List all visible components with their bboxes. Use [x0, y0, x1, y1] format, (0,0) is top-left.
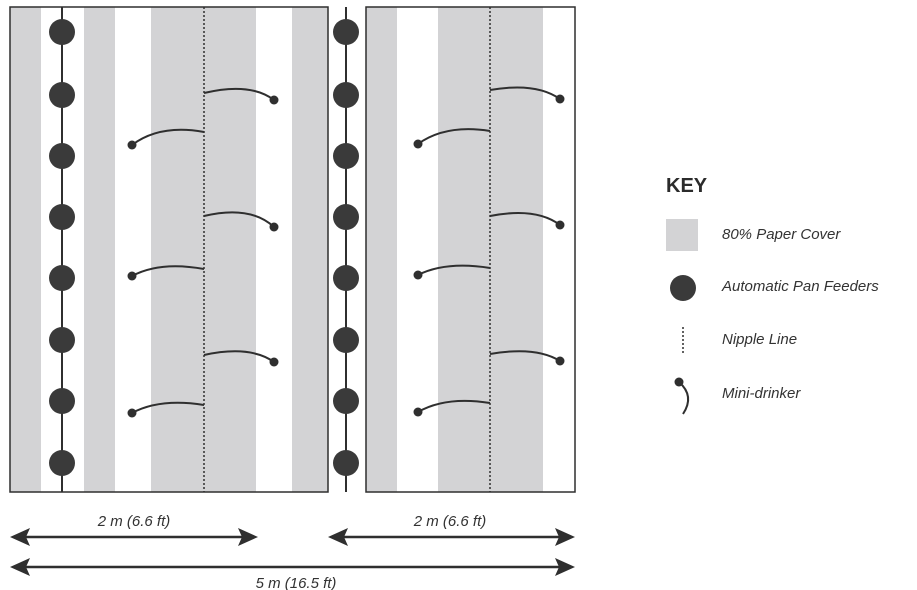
mini-drinker-legend-hose [678, 381, 690, 415]
mini-drinker-hose [417, 128, 491, 145]
feeder-icon [49, 388, 75, 414]
paper-strip [84, 7, 115, 492]
mini-drinker-hose [131, 265, 205, 277]
mini-drinker-icon [413, 407, 423, 417]
paper-strip [366, 7, 397, 492]
mini-drinker-icon [555, 356, 565, 366]
mini-drinker-icon [555, 94, 565, 104]
dimension-total: 5 m (16.5 ft) [10, 558, 575, 590]
feeder-icon [49, 450, 75, 476]
feeder-icon [333, 450, 359, 476]
paper-strip [292, 7, 328, 492]
mini-drinker-icon [127, 408, 137, 418]
feeder-icon [333, 204, 359, 230]
feeder-legend-icon [670, 275, 696, 301]
paper-strip [10, 7, 41, 492]
pen-left-outline [9, 6, 329, 493]
arrowhead-right-icon [555, 558, 575, 576]
key-label-nipple: Nipple Line [722, 331, 797, 348]
feeders-right [333, 19, 359, 476]
feeder-icon [333, 388, 359, 414]
key-label-paper: 80% Paper Cover [722, 226, 841, 243]
arrowhead-right-icon [238, 528, 258, 546]
arrowhead-left-icon [328, 528, 348, 546]
mini-drinker-hose [203, 350, 275, 363]
feeder-icon [333, 82, 359, 108]
feeder-icon [49, 82, 75, 108]
mini-drinkers-right [413, 86, 565, 417]
mini-drinker-icon [413, 139, 423, 149]
feeder-icon [49, 19, 75, 45]
paper-swatch-icon [666, 219, 698, 251]
key-title: KEY [666, 175, 708, 197]
mini-drinker-hose [489, 350, 561, 362]
feeder-icon [49, 327, 75, 353]
mini-drinker-icon [413, 270, 423, 280]
pen-right-outline [365, 6, 576, 493]
dimension-left-label: 2 m (6.6 ft) [97, 513, 171, 530]
mini-drinker-hose [417, 264, 491, 276]
feeder-icon [333, 327, 359, 353]
mini-drinker-hose [203, 211, 275, 228]
feeder-icon [333, 19, 359, 45]
mini-drinker-hose [489, 86, 561, 100]
feeder-icon [333, 265, 359, 291]
dimension-left: 2 m (6.6 ft) [10, 513, 258, 546]
paper-cover-strips [10, 7, 543, 492]
key-label-feeders: Automatic Pan Feeders [721, 278, 879, 295]
mini-drinkers-left [127, 87, 279, 418]
mini-drinker-hose [131, 401, 205, 414]
mini-drinker-hose [131, 128, 205, 146]
mini-drinker-hose [417, 399, 491, 413]
dimension-right: 2 m (6.6 ft) [328, 513, 575, 546]
dimension-total-label: 5 m (16.5 ft) [256, 575, 337, 590]
feeder-icon [49, 204, 75, 230]
feeder-icon [333, 143, 359, 169]
arrowhead-left-icon [10, 528, 30, 546]
key-label-drinker: Mini-drinker [722, 385, 801, 402]
feeder-icon [49, 265, 75, 291]
feeder-icon [49, 143, 75, 169]
mini-drinker-icon [269, 222, 279, 232]
mini-drinker-icon [127, 140, 137, 150]
dimension-right-label: 2 m (6.6 ft) [413, 513, 487, 530]
mini-drinker-icon [269, 357, 279, 367]
mini-drinker-icon [269, 95, 279, 105]
mini-drinker-hose [489, 212, 561, 226]
mini-drinker-icon [127, 271, 137, 281]
mini-drinker-hose [203, 87, 275, 101]
arrowhead-left-icon [10, 558, 30, 576]
mini-drinker-icon [555, 220, 565, 230]
key-legend: KEY 80% Paper Cover Automatic Pan Feeder… [666, 175, 879, 415]
arrowhead-right-icon [555, 528, 575, 546]
feeders-left [49, 19, 75, 476]
